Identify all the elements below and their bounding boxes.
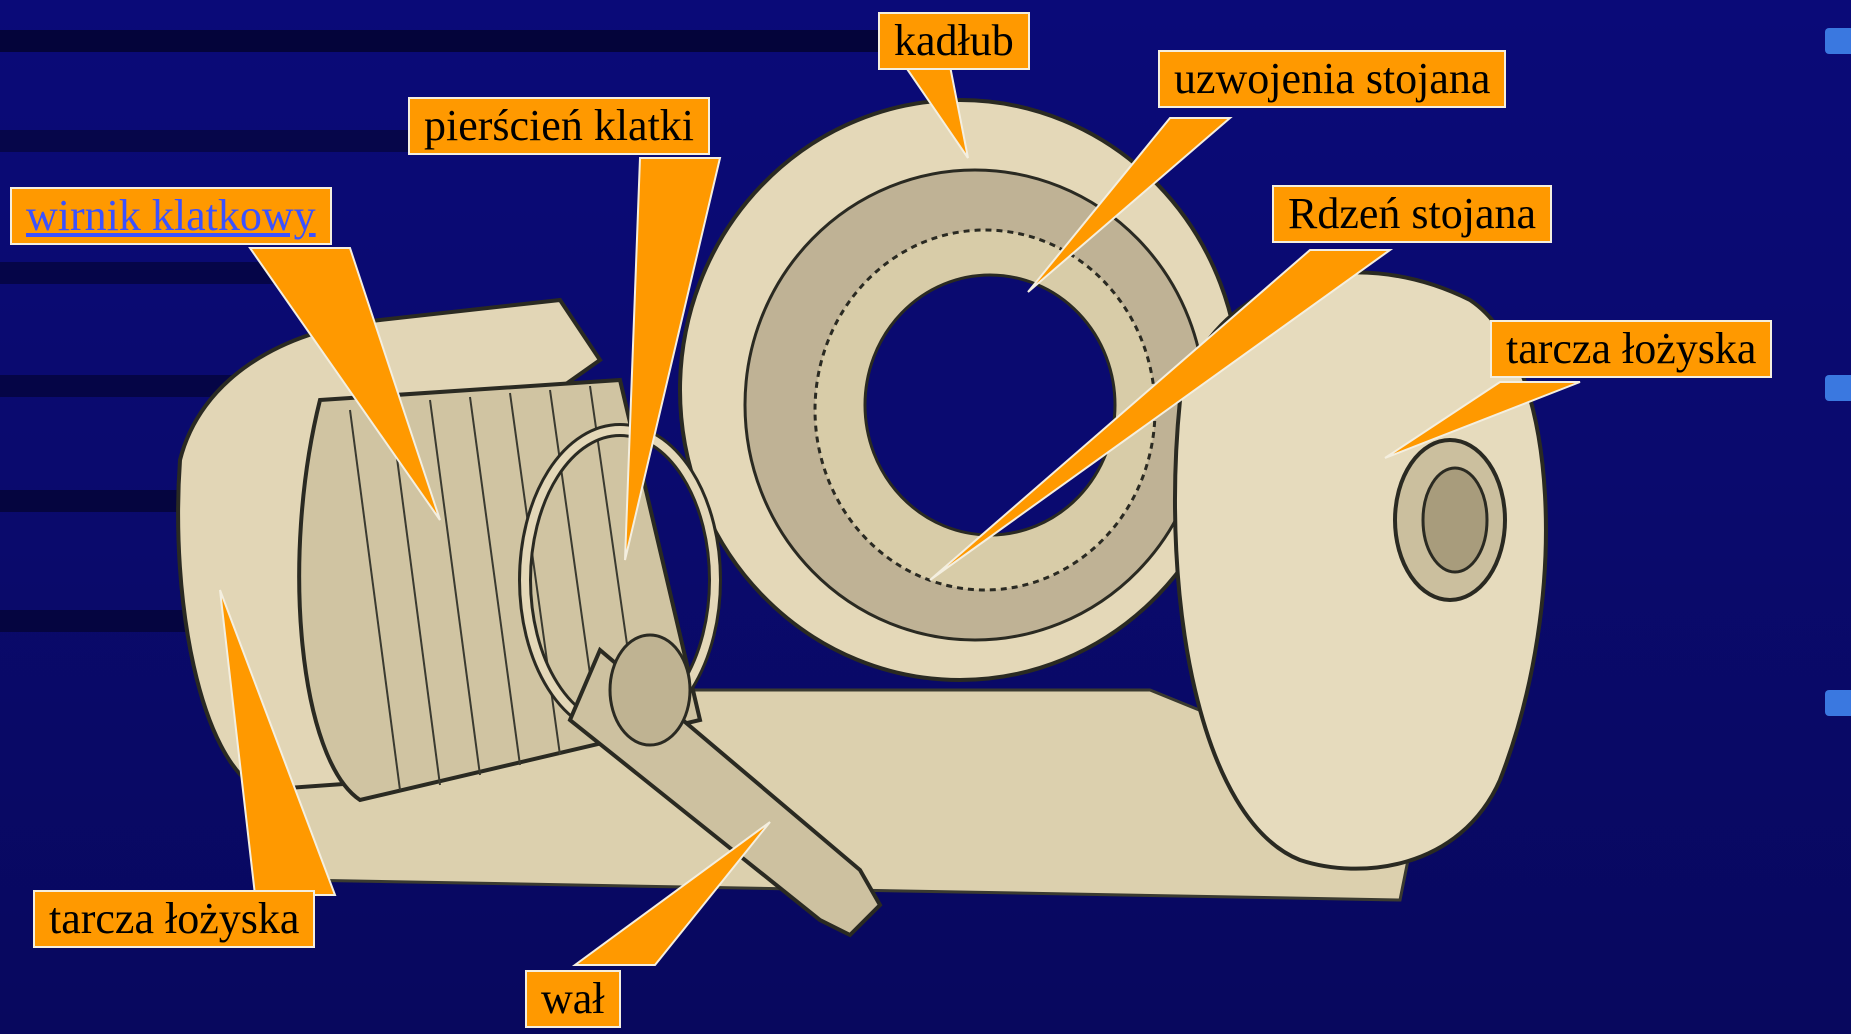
label-kadlub: kadłub [878,12,1030,70]
link-wirnik-klatkowy[interactable]: wirnik klatkowy [10,187,332,245]
stator-bore [865,275,1115,535]
label-tarcza-lozyska-right: tarcza łożyska [1490,320,1772,378]
label-pierscien-klatki: pierścień klatki [408,97,710,155]
label-uzwojenia-stojana: uzwojenia stojana [1158,50,1506,108]
label-rdzen-stojana: Rdzeń stojana [1272,185,1552,243]
label-tarcza-lozyska-left: tarcza łożyska [33,890,315,948]
label-wal: wał [525,970,621,1028]
